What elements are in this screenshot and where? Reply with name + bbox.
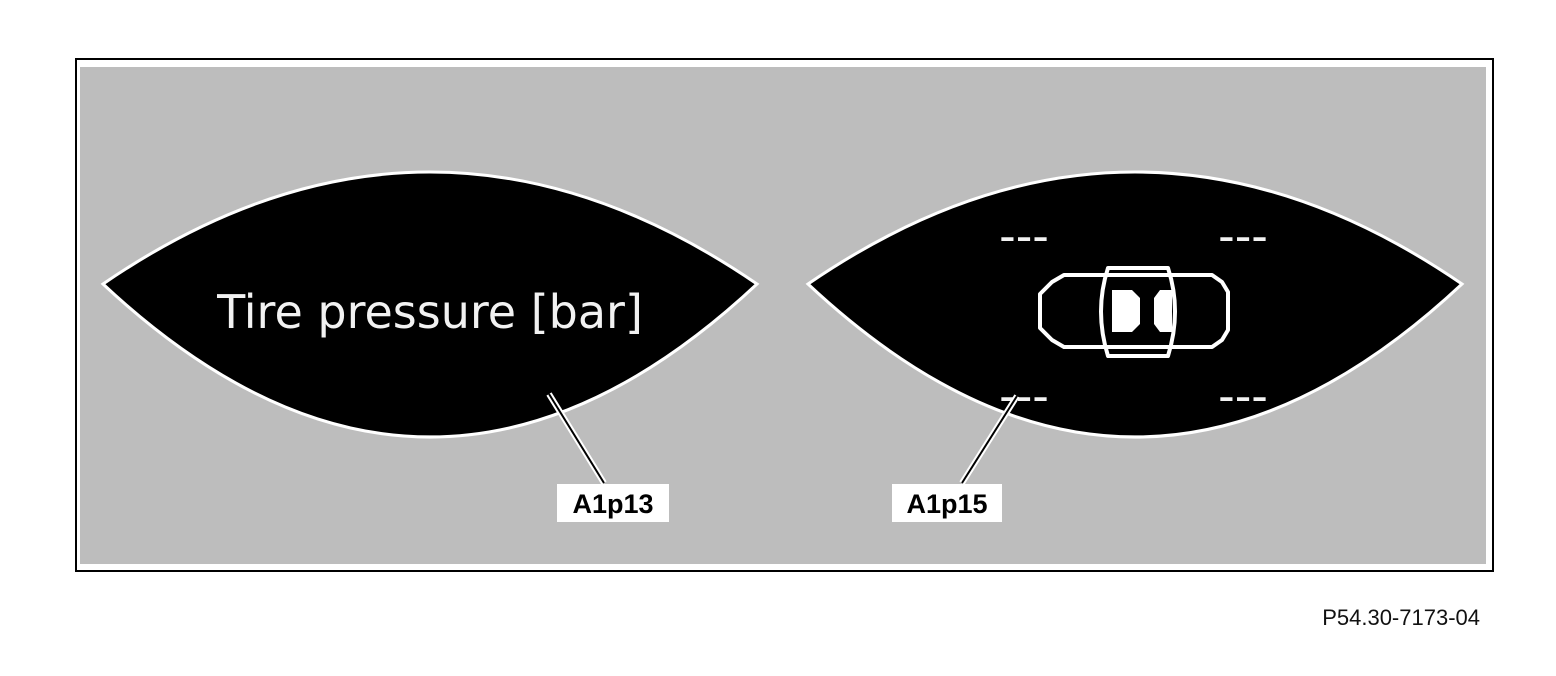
- callout-a1p15-label: A1p15: [906, 489, 987, 519]
- left-display-text: Tire pressure [bar]: [216, 285, 643, 339]
- tire-value-front-left: ---: [999, 209, 1049, 263]
- callout-a1p13: A1p13: [557, 484, 669, 522]
- car-top-view-icon: [1038, 266, 1230, 358]
- callout-a1p13-box: [557, 484, 669, 522]
- callout-a1p13-label: A1p13: [572, 489, 653, 519]
- callout-a1p15: A1p15: [892, 484, 1002, 522]
- callout-leader-a1p13: [546, 392, 607, 485]
- tire-value-front-right: ---: [1218, 209, 1268, 263]
- left-display-shape: [100, 170, 760, 439]
- figure-reference: P54.30-7173-04: [1322, 605, 1480, 630]
- callout-leader-a1p15: [959, 394, 1020, 485]
- tire-value-rear-right: ---: [1218, 369, 1268, 423]
- left-display: Tire pressure [bar]: [100, 170, 760, 439]
- callout-a1p15-box: [892, 484, 1002, 522]
- right-display: --- --- --- ---: [805, 170, 1465, 439]
